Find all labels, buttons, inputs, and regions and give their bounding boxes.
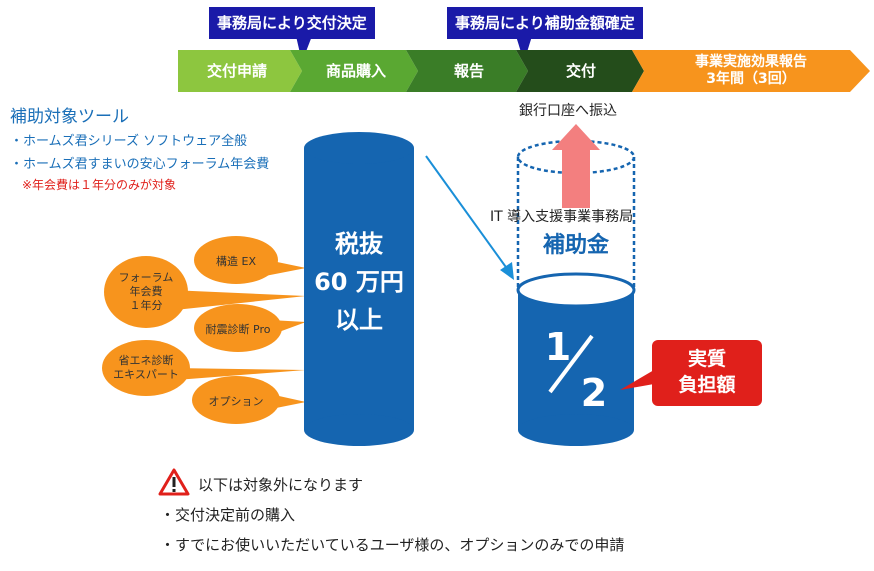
decision-callout-pointer xyxy=(296,36,312,62)
confirm-callout-pointer xyxy=(516,36,532,62)
confirm-callout: 事務局により補助金額確定 xyxy=(446,6,644,40)
cylinder-left-line2: 60 万円 xyxy=(314,268,404,296)
fraction-numerator: 1 xyxy=(545,325,571,369)
burden-badge-pointer xyxy=(620,370,654,390)
step-shape-report xyxy=(406,50,528,92)
fraction-slash xyxy=(548,334,594,394)
cylinder-right: 1 2 xyxy=(516,272,636,446)
step-purchase: 商品購入 xyxy=(325,61,386,80)
office-label: IT 導入支援事業事務局 xyxy=(490,209,634,225)
warning-icon xyxy=(158,468,190,496)
burden-badge-line2: 負担額 xyxy=(678,374,736,396)
tools-note: ※年会費は１年分のみが対象 xyxy=(22,178,177,192)
step-shape-purchase xyxy=(290,50,418,92)
step-shape-grant xyxy=(516,50,644,92)
bubble-energy-line1: 省エネ診断 xyxy=(119,353,174,367)
bank-transfer-label: 銀行口座へ振込 xyxy=(519,103,617,119)
bubble-seismic-pro-label: 耐震診断 Pro xyxy=(206,322,271,336)
subsidy-cylinder: 補助金 xyxy=(516,139,636,290)
bubble-structure-ex-label: 構造 EX xyxy=(216,254,256,268)
exclusions-heading: 以下は対象外になります xyxy=(198,476,364,494)
decision-callout-text: 事務局により交付決定 xyxy=(217,14,367,32)
tools-item-software: ・ホームズ君シリーズ ソフトウェア全般 xyxy=(10,134,248,149)
subsidy-label: 補助金 xyxy=(542,232,610,258)
bank-transfer-arrow xyxy=(552,124,600,208)
bubble-structure-ex: 構造 EX xyxy=(194,236,306,284)
bubble-forum-line2: 年会費 xyxy=(130,284,163,298)
confirm-callout-text: 事務局により補助金額確定 xyxy=(455,14,635,32)
tools-item-forum: ・ホームズ君すまいの安心フォーラム年会費 xyxy=(10,157,270,172)
cylinder-left-line3: 以上 xyxy=(335,306,383,334)
bubble-forum-line3: １年分 xyxy=(130,298,163,312)
process-flow: 交付申請 商品購入 報告 交付 事業実施効果報告 3年間（3回） xyxy=(178,50,870,92)
bubble-forum-line1: フォーラム xyxy=(119,271,174,284)
cylinder-left: 税抜 60 万円 以上 xyxy=(304,132,414,446)
exclusion-item-2: ・すでにお使いいただいているユーザ様の、オプションのみでの申請 xyxy=(160,536,625,554)
bubble-option-label: オプション xyxy=(209,395,264,408)
step-application: 交付申請 xyxy=(206,61,267,80)
bubble-energy: 省エネ診断 エキスパート xyxy=(102,340,306,396)
bubble-energy-line2: エキスパート xyxy=(113,368,179,381)
decision-callout: 事務局により交付決定 xyxy=(208,6,376,40)
tools-title: 補助対象ツール xyxy=(10,107,129,127)
cylinder-left-line1: 税抜 xyxy=(335,230,384,258)
burden-badge: 実質 負担額 xyxy=(652,340,762,406)
burden-badge-line1: 実質 xyxy=(687,348,726,370)
fraction-denominator: 2 xyxy=(581,371,607,415)
bubble-forum: フォーラム 年会費 １年分 xyxy=(104,256,306,328)
process-flow-shapes xyxy=(178,50,870,92)
step-effect-report: 事業実施効果報告 3年間（3回） xyxy=(695,54,807,87)
exclusion-item-1: ・交付決定前の購入 xyxy=(160,506,296,524)
bubble-seismic-pro: 耐震診断 Pro xyxy=(194,304,306,352)
bubble-option: オプション xyxy=(192,376,306,424)
step-shape-effect-report xyxy=(632,50,870,92)
step-grant: 交付 xyxy=(565,61,596,80)
step-shape-application xyxy=(178,50,302,92)
step-report: 報告 xyxy=(453,61,484,80)
transfer-arrow xyxy=(425,155,514,280)
